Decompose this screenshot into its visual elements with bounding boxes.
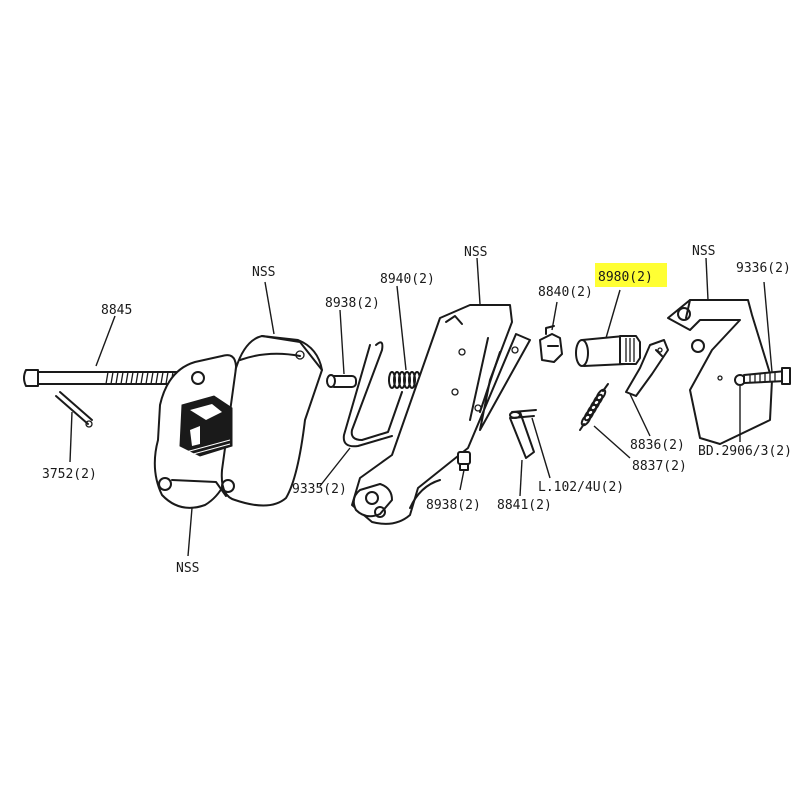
label-bd2906: BD.2906/3(2) [698, 444, 792, 459]
label-8840: 8840(2) [538, 285, 593, 300]
label-9335: 9335(2) [292, 482, 347, 497]
bracket-right [667, 299, 773, 445]
label-nss-right: NSS [692, 244, 715, 259]
label-nss-left-bottom: NSS [176, 561, 199, 576]
label-8845: 8845 [101, 303, 132, 318]
bracket-8836 [625, 339, 669, 397]
part-labels: 8845 3752(2) NSS NSS 8938(2) 8940(2) 933… [42, 244, 792, 576]
highlight-8980 [595, 263, 667, 287]
clip-9335 [342, 341, 403, 448]
pin-8938-bottom [457, 451, 471, 471]
label-8940: 8940(2) [380, 272, 435, 287]
label-8841: 8841(2) [497, 498, 552, 513]
lever-bracket-center [351, 304, 531, 525]
label-nss-left-top: NSS [252, 265, 275, 280]
label-8836: 8836(2) [630, 438, 685, 453]
label-8837: 8837(2) [632, 459, 687, 474]
screw-9336 [743, 367, 791, 385]
caliper-body-left [153, 335, 323, 509]
clip-8840 [539, 325, 563, 363]
leader-lines [69, 257, 773, 557]
label-nss-center: NSS [464, 245, 487, 260]
label-3752: 3752(2) [42, 467, 97, 482]
pin-8938-top [326, 374, 357, 388]
label-l102: L.102/4U(2) [538, 480, 624, 495]
bolt-8845 [23, 369, 179, 387]
label-8980: 8980(2) [598, 270, 653, 285]
pin-8841 [509, 411, 535, 459]
pin-3752 [55, 391, 93, 428]
label-9336: 9336(2) [736, 261, 791, 276]
label-8938-bottom: 8938(2) [426, 498, 481, 513]
rod-l102 [511, 409, 537, 419]
roller-8980 [575, 335, 641, 367]
label-8938-top: 8938(2) [325, 296, 380, 311]
spring-8837 [579, 383, 609, 431]
